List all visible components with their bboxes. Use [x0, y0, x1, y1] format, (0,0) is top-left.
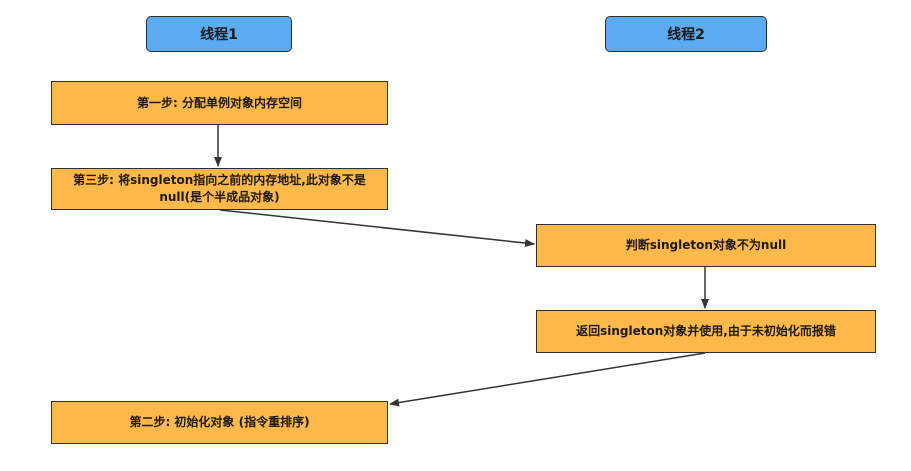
- thread1-header: 线程1: [146, 16, 292, 52]
- arrow-step3-to-check: [219, 209, 535, 248]
- check-not-null-box: 判断singleton对象不为null: [536, 224, 876, 267]
- thread2-header: 线程2: [605, 16, 767, 52]
- arrow-use-to-step2: [389, 352, 706, 407]
- step3-label: 第三步: 将singleton指向之前的内存地址,此对象不是null(是个半成品…: [73, 173, 366, 204]
- step3-assign-reference-box: 第三步: 将singleton指向之前的内存地址,此对象不是null(是个半成品…: [51, 168, 388, 210]
- step2-label: 第二步: 初始化对象 (指令重排序): [129, 415, 310, 429]
- thread1-label: 线程1: [200, 27, 238, 43]
- thread2-label: 线程2: [667, 27, 705, 43]
- step2-initialize-object-box: 第二步: 初始化对象 (指令重排序): [51, 401, 388, 444]
- use-object-error-box: 返回singleton对象并使用,由于未初始化而报错: [536, 310, 876, 353]
- use-label: 返回singleton对象并使用,由于未初始化而报错: [576, 324, 836, 338]
- step1-allocate-memory-box: 第一步: 分配单例对象内存空间: [51, 81, 388, 125]
- check-label: 判断singleton对象不为null: [625, 238, 787, 252]
- step1-label: 第一步: 分配单例对象内存空间: [137, 95, 302, 110]
